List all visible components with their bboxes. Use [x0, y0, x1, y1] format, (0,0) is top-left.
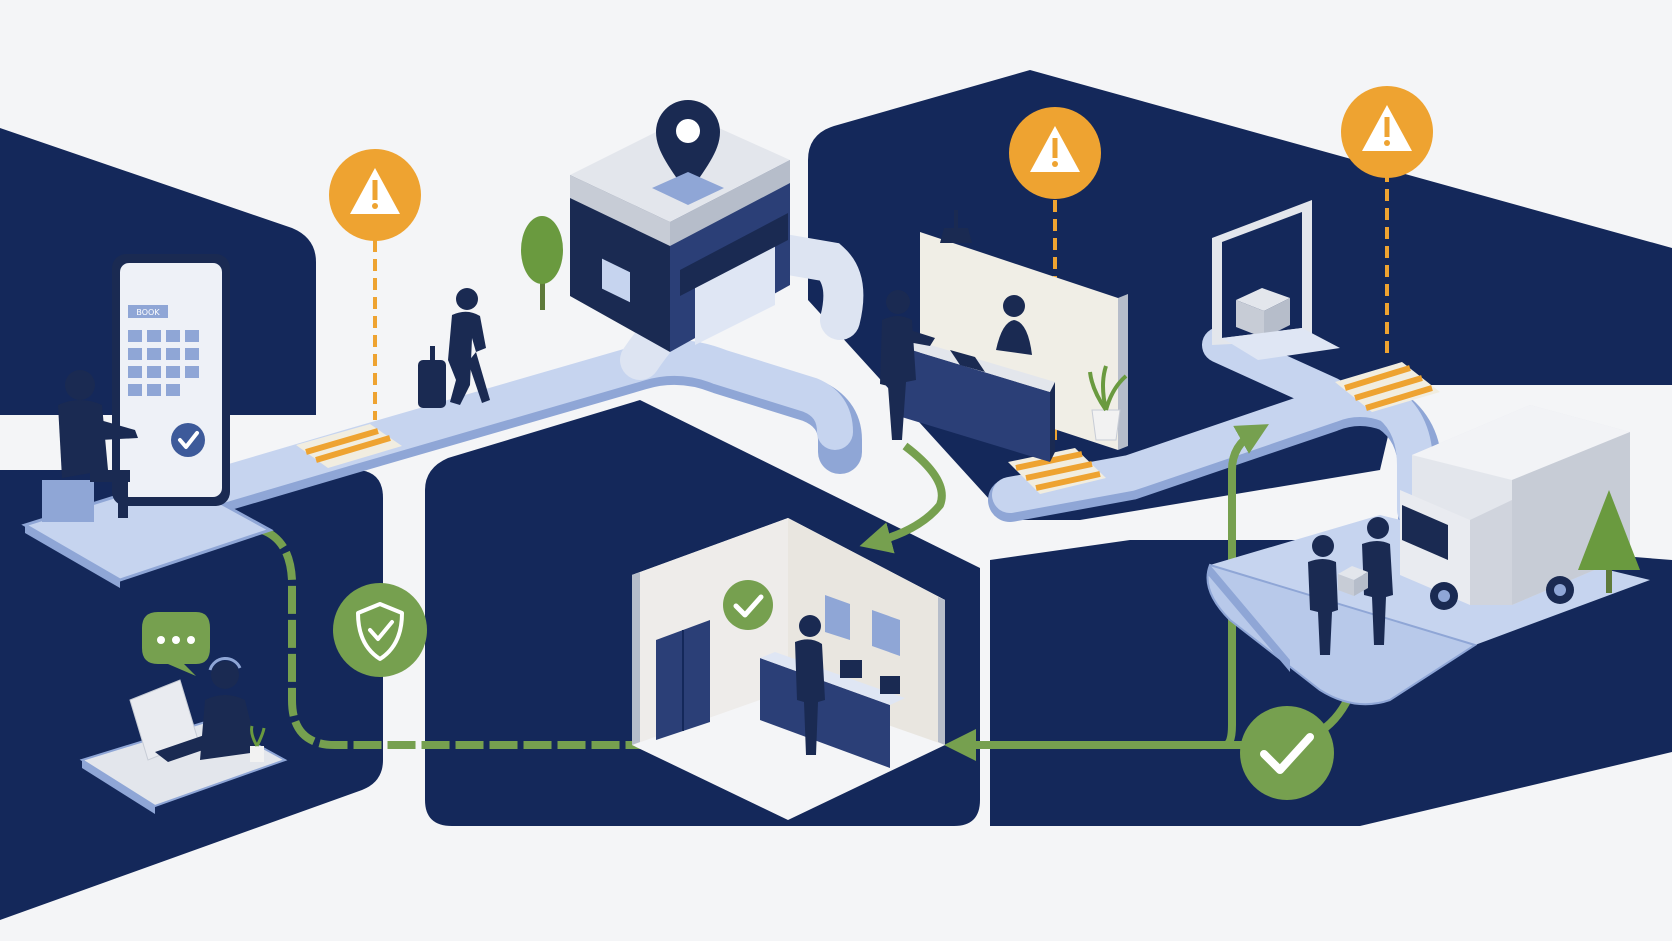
- delivery-truck-icon: [1400, 405, 1630, 610]
- check-icon: [733, 594, 764, 618]
- support-agent: [200, 661, 258, 760]
- hazard-stripe-1: [296, 424, 402, 468]
- hazard-stripes: [296, 362, 1440, 494]
- check-icon: [171, 423, 205, 457]
- delivery-check: [1240, 706, 1334, 800]
- check-icon: [1260, 733, 1314, 774]
- tree-icon: [1578, 490, 1640, 593]
- calendar-grid: [128, 330, 199, 396]
- office-door: [656, 620, 710, 740]
- hazard-stripe-2: [1008, 448, 1106, 494]
- person-seated: [58, 370, 138, 518]
- package-icon: [1236, 288, 1290, 338]
- map-pin-icon: [652, 100, 724, 205]
- stage-branch-location: [570, 100, 790, 352]
- flow-counter-to-office: [859, 442, 946, 554]
- staff-member: [996, 295, 1032, 355]
- stage-online-booking: BOOK: [21, 254, 274, 588]
- shield-check-icon: [356, 602, 404, 661]
- stage-remote-support: [79, 612, 288, 814]
- tree-icon: [521, 216, 563, 310]
- office-window: [825, 595, 900, 656]
- stage-back-office: [632, 518, 945, 820]
- panel-left-lower: [0, 470, 383, 920]
- plant-icon: [1088, 365, 1128, 441]
- chat-bubble-icon: [142, 612, 210, 676]
- office-check: [723, 580, 773, 630]
- warning-booking-to-travel: [329, 149, 421, 420]
- package-icon: [1338, 566, 1368, 596]
- recipient-person: [1362, 517, 1393, 645]
- stage-service-counter: [880, 210, 1128, 462]
- plant-icon: [250, 725, 266, 762]
- customer-standing: [880, 290, 935, 440]
- stage-loading-dock: [1212, 200, 1340, 360]
- office-worker: [795, 615, 825, 755]
- security-check: [333, 583, 427, 677]
- stage-delivery-handoff: [1206, 405, 1650, 706]
- courier-person: [1308, 535, 1338, 655]
- tablet-header-label: BOOK: [136, 308, 160, 317]
- warning-dock: [1341, 86, 1433, 360]
- walking-traveler-icon: [418, 288, 490, 408]
- hazard-stripe-3: [1335, 362, 1440, 412]
